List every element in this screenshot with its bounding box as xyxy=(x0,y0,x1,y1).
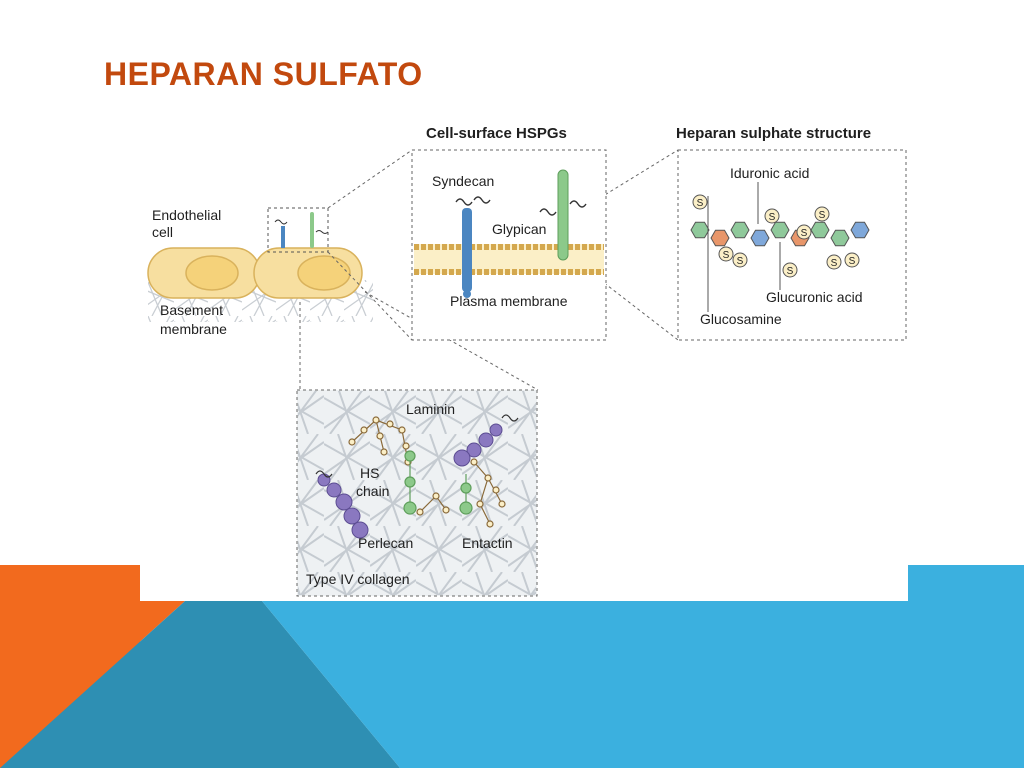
hs-chain-label-line1: HS xyxy=(360,465,379,481)
sulfate-group-circle xyxy=(692,194,708,210)
sulfate-group-label: S xyxy=(697,198,704,209)
type-iv-collagen-label: Type IV collagen xyxy=(306,571,410,587)
plasma-membrane-label: Plasma membrane xyxy=(450,293,568,309)
sugar-residue xyxy=(750,229,770,247)
sulfate-group-circle xyxy=(732,252,748,268)
sugar-residue xyxy=(830,229,850,247)
laminin-molecule xyxy=(348,416,506,528)
footer-blue-panel xyxy=(262,565,1024,768)
sugar-residue xyxy=(730,221,750,239)
sulfate-group-circle xyxy=(782,262,798,278)
sulfate-group-label: S xyxy=(737,256,744,267)
footer-dark-blue-triangle xyxy=(0,601,400,768)
endothelial-label-line2: cell xyxy=(152,224,173,240)
sulfate-group-label: S xyxy=(819,210,826,221)
syndecan-core xyxy=(462,208,472,292)
sugar-residue xyxy=(690,221,710,239)
basement-label-line2: membrane xyxy=(160,321,227,337)
perlecan-molecule xyxy=(317,423,503,539)
glypican-label: Glypican xyxy=(492,221,546,237)
sulfate-group-label: S xyxy=(769,212,776,223)
glucuronic-acid-label: Glucuronic acid xyxy=(766,289,863,305)
zoom-source-box xyxy=(267,207,329,253)
sulfate-group-circle xyxy=(764,208,780,224)
iduronic-acid-label: Iduronic acid xyxy=(730,165,809,181)
hspg-panel-title: Cell-surface HSPGs xyxy=(426,125,567,142)
sulfate-group-circle xyxy=(814,206,830,222)
sulfate-group-label: S xyxy=(801,228,808,239)
sulfate-group-circle xyxy=(718,246,734,262)
sulfate-group-circle xyxy=(844,252,860,268)
endothelial-cells-group: Endothelial cell Basement membrane xyxy=(147,207,373,337)
hspg-panel: Cell-surface HSPGs Syndecan Glypican Pla… xyxy=(411,125,607,341)
nucleus-left xyxy=(185,255,239,291)
sugar-residue xyxy=(850,221,870,239)
nucleus-right xyxy=(297,255,351,291)
sulfate-group-label: S xyxy=(723,250,730,261)
perlecan-label: Perlecan xyxy=(358,535,413,551)
sulfate-group-circle xyxy=(826,254,842,270)
hs-structure-panel: Heparan sulphate structure Iduronic acid… xyxy=(676,125,907,341)
syndecan-label: Syndecan xyxy=(432,173,494,189)
hs-chain-label-line2: chain xyxy=(356,483,389,499)
slide-title: HEPARAN SULFATO xyxy=(104,56,423,92)
sulfate-group-label: S xyxy=(831,258,838,269)
matrix-panel: Laminin HS chain xyxy=(296,389,538,597)
sulfate-group-circle xyxy=(796,224,812,240)
sugar-residue xyxy=(770,221,790,239)
glypican-core xyxy=(557,169,569,261)
sugar-residue xyxy=(710,229,730,247)
heparan-sulfate-figure: Endothelial cell Basement membrane Cell-… xyxy=(147,125,907,597)
entactin-label: Entactin xyxy=(462,535,513,551)
glucosamine-label: Glucosamine xyxy=(700,311,782,327)
sulfate-group-label: S xyxy=(849,256,856,267)
hs-structure-title: Heparan sulphate structure xyxy=(676,125,871,142)
sulfate-group-label: S xyxy=(787,266,794,277)
mini-glypican xyxy=(310,212,314,248)
entactin-molecule xyxy=(403,450,473,515)
mini-syndecan xyxy=(281,226,285,248)
sugar-residue xyxy=(810,221,830,239)
endothelial-label-line1: Endothelial xyxy=(152,207,221,223)
laminin-label: Laminin xyxy=(406,401,455,417)
basement-label-line1: Basement xyxy=(160,302,223,318)
